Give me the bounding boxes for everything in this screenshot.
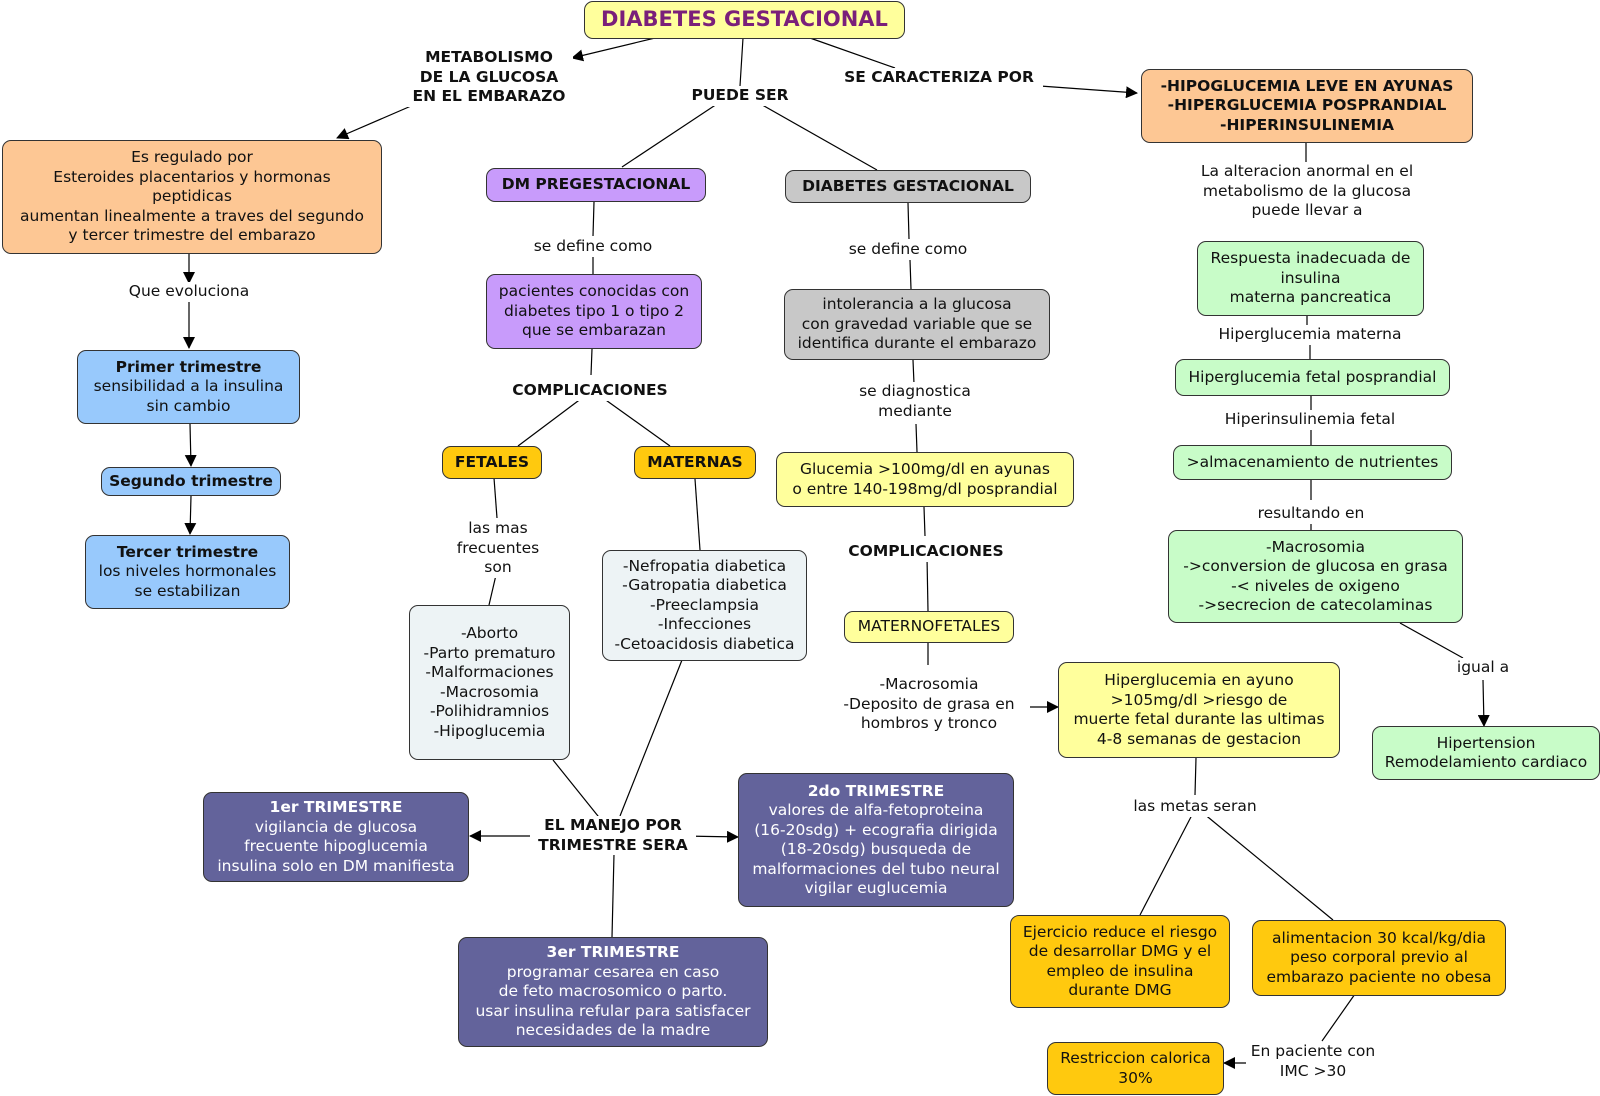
link-las-mas-frecuentes: las mas frecuentes son	[448, 519, 548, 578]
node-almacenamiento: >almacenamiento de nutrientes	[1173, 445, 1452, 480]
node-maternas-list: -Nefropatia diabetica -Gatropatia diabet…	[602, 550, 807, 661]
link-complicaciones-2: COMPLICACIONES	[836, 542, 1016, 562]
tercer-title: Tercer trimestre	[116, 542, 259, 561]
link-metabolismo: METABOLISMO DE LA GLUCOSA EN EL EMBARAZO	[405, 48, 573, 107]
node-maternas: MATERNAS	[634, 446, 756, 479]
node-tercer-trimestre: Tercer trimestre los niveles hormonales …	[85, 535, 290, 609]
t2-text: valores de alfa-fetoproteina (16-20sdg) …	[752, 801, 1000, 897]
t1-title: 1er TRIMESTRE	[269, 798, 403, 816]
node-regulado: Es regulado por Esteroides placentarios …	[2, 140, 382, 254]
link-en-paciente: En paciente con IMC >30	[1246, 1042, 1380, 1081]
main-title: DIABETES GESTACIONAL	[601, 7, 888, 32]
node-3er-trimestre: 3er TRIMESTRE programar cesarea en caso …	[458, 937, 768, 1047]
node-respuesta: Respuesta inadecuada de insulina materna…	[1197, 241, 1424, 316]
t2-title: 2do TRIMESTRE	[807, 781, 945, 800]
tercer-text: los niveles hormonales se estabilizan	[98, 562, 277, 600]
node-2do-trimestre: 2do TRIMESTRE valores de alfa-fetoprotei…	[738, 773, 1014, 907]
node-glucemia: Glucemia >100mg/dl en ayunas o entre 140…	[776, 452, 1074, 507]
node-diabetes-gestacional: DIABETES GESTACIONAL	[785, 170, 1031, 203]
link-se-define-2: se define como	[840, 240, 976, 260]
node-maternofetales: MATERNOFETALES	[844, 611, 1014, 643]
node-primer-trimestre: Primer trimestre sensibilidad a la insul…	[77, 350, 300, 424]
node-hipo-hiper: -HIPOGLUCEMIA LEVE EN AYUNAS -HIPERGLUCE…	[1141, 69, 1473, 143]
node-hiperglucemia-ayuno: Hiperglucemia en ayuno >105mg/dl >riesgo…	[1058, 662, 1340, 758]
node-pacientes: pacientes conocidas con diabetes tipo 1 …	[486, 274, 702, 349]
link-complicaciones-1: COMPLICACIONES	[500, 381, 680, 401]
link-que-evoluciona: Que evoluciona	[120, 282, 258, 302]
node-hiperglucemia-fetal: Hiperglucemia fetal posprandial	[1175, 359, 1450, 396]
link-igual-a: igual a	[1447, 658, 1519, 678]
link-se-caracteriza: SE CARACTERIZA POR	[835, 68, 1043, 88]
node-restriccion: Restriccion calorica 30%	[1047, 1042, 1224, 1095]
node-dm-pregestacional: DM PREGESTACIONAL	[486, 168, 706, 202]
node-macrosomia-box: -Macrosomia ->conversion de glucosa en g…	[1168, 530, 1463, 623]
t1-text: vigilancia de glucosa frecuente hipogluc…	[217, 817, 455, 875]
primer-text: sensibilidad a la insulina sin cambio	[93, 377, 284, 415]
node-fetales: FETALES	[442, 446, 542, 479]
t3-title: 3er TRIMESTRE	[546, 943, 680, 962]
link-las-metas: las metas seran	[1120, 797, 1270, 817]
link-macrosomia-deposito: -Macrosomia -Deposito de grasa en hombro…	[832, 675, 1026, 734]
link-se-diagnostica: se diagnostica mediante	[845, 382, 985, 421]
link-puede-ser: PUEDE SER	[682, 86, 798, 106]
node-1er-trimestre: 1er TRIMESTRE vigilancia de glucosa frec…	[203, 792, 469, 882]
node-intolerancia: intolerancia a la glucosa con gravedad v…	[784, 289, 1050, 360]
link-el-manejo: EL MANEJO POR TRIMESTRE SERA	[530, 816, 696, 855]
node-fetales-list: -Aborto -Parto prematuro -Malformaciones…	[409, 605, 570, 760]
link-hiperinsulinemia-fetal: Hiperinsulinemia fetal	[1215, 410, 1405, 430]
link-alteracion: La alteracion anormal en el metabolismo …	[1182, 162, 1432, 221]
t3-text: programar cesarea en caso de feto macros…	[475, 962, 751, 1040]
node-ejercicio: Ejercicio reduce el riesgo de desarrolla…	[1010, 915, 1230, 1008]
link-resultando-en: resultando en	[1245, 504, 1377, 524]
primer-title: Primer trimestre	[115, 357, 262, 376]
link-hiperglucemia-materna: Hiperglucemia materna	[1205, 325, 1415, 345]
main-title-node: DIABETES GESTACIONAL	[584, 1, 905, 39]
node-hipertension: Hipertension Remodelamiento cardiaco	[1372, 726, 1600, 780]
node-alimentacion: alimentacion 30 kcal/kg/dia peso corpora…	[1252, 920, 1506, 996]
link-se-define-1: se define como	[525, 237, 661, 257]
node-segundo-trimestre: Segundo trimestre	[101, 467, 281, 496]
